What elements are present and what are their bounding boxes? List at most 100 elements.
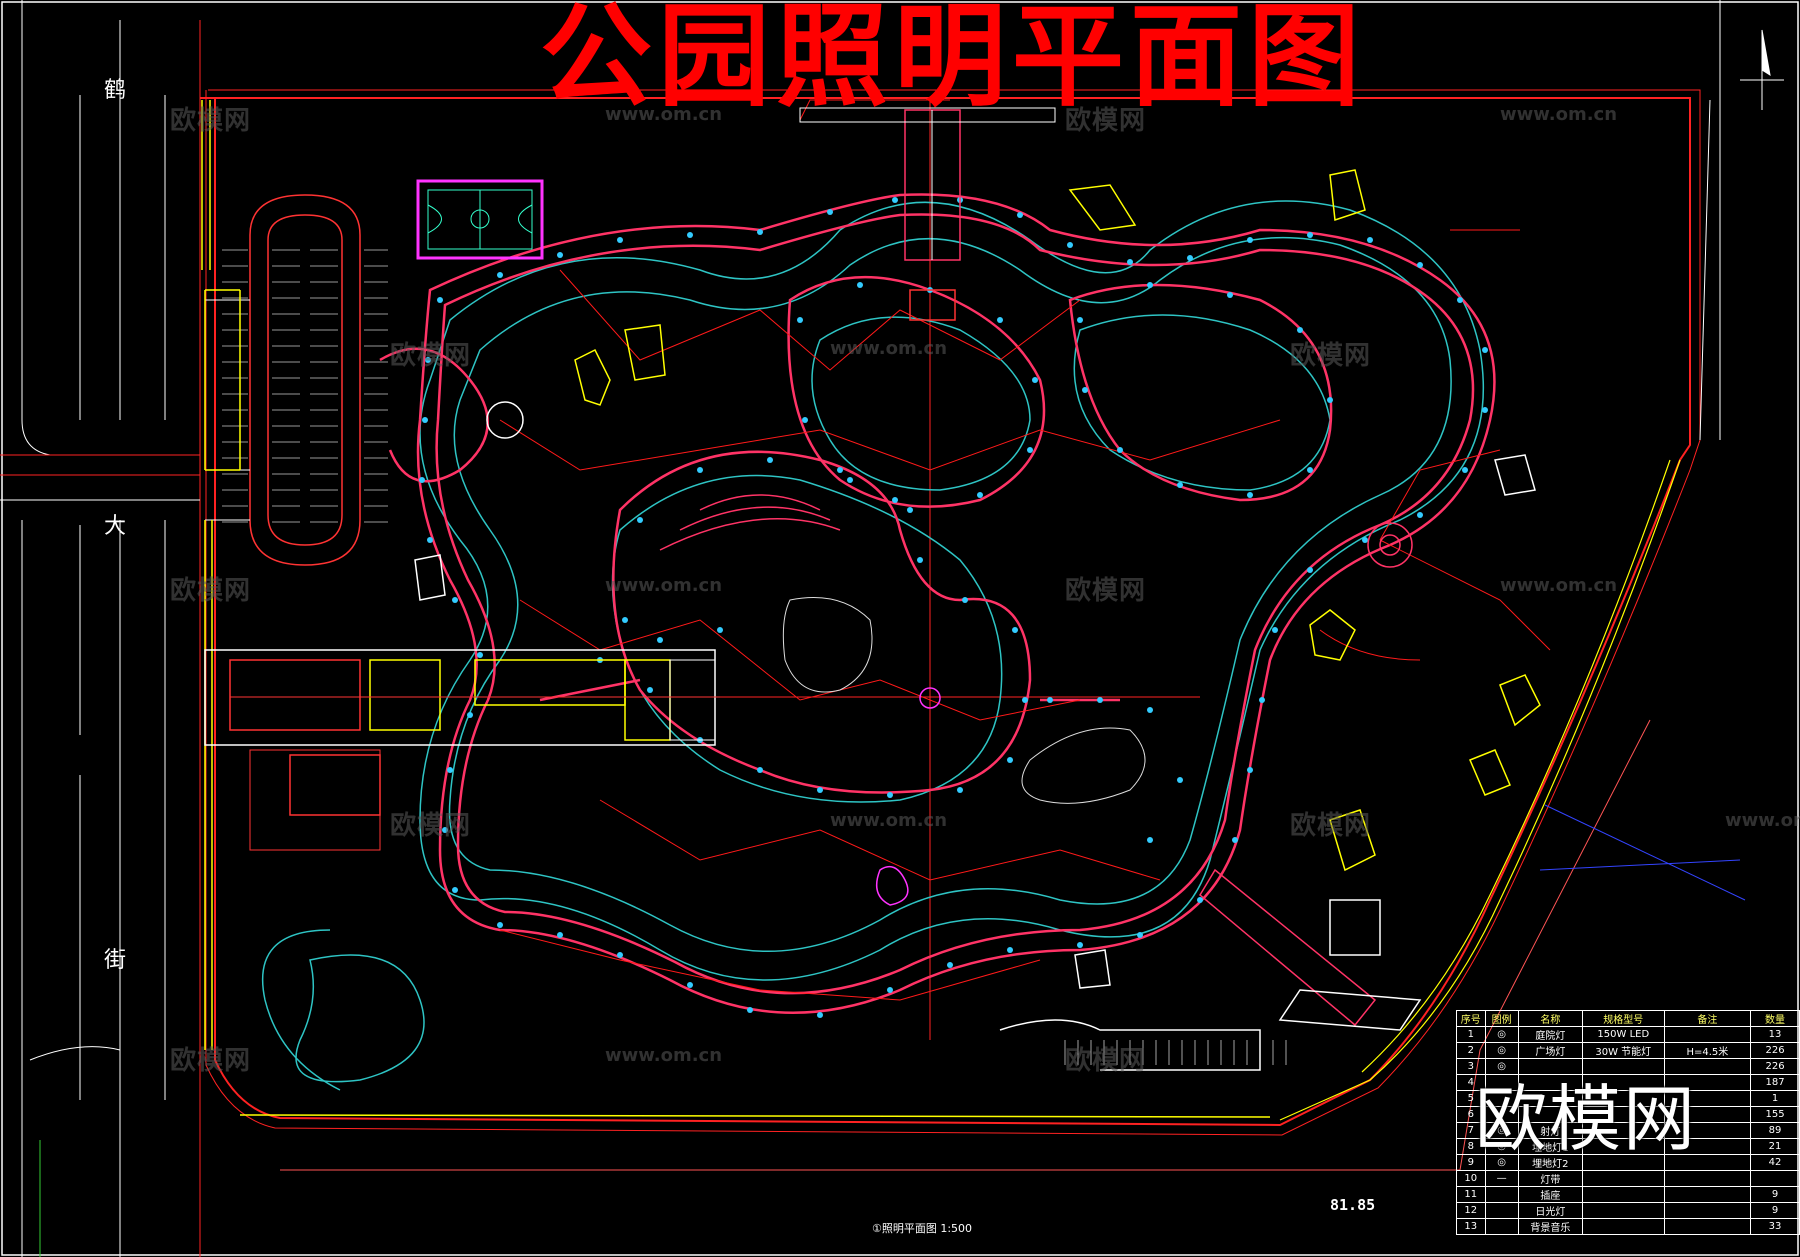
legend-cell: 1 [1750,1090,1800,1107]
lamp-dot [617,952,623,958]
legend-row: 10—灯带 [1456,1170,1800,1187]
lamp-dot [847,477,853,483]
watermark: 欧模网 [1065,106,1147,136]
lamp-dot [1082,387,1088,393]
legend-cell [1663,1026,1752,1043]
legend-cell: 1 [1456,1026,1486,1043]
legend-cell: 226 [1750,1058,1800,1075]
lamp-dot [1272,627,1278,633]
lamp-dot [1147,282,1153,288]
lamp-dot [1227,292,1233,298]
lamp-dot [957,787,963,793]
watermark: 欧模网 [1065,576,1147,606]
legend-cell: 226 [1750,1042,1800,1059]
lamp-dot [442,827,448,833]
lamp-dot [757,767,763,773]
lamp-dot [1077,317,1083,323]
lamp-dot [1077,942,1083,948]
legend-cell: ◎ [1484,1026,1519,1043]
lamp-dot [1017,212,1023,218]
watermark-url: www.om.cn [605,575,723,596]
lamp-dot [637,517,643,523]
brand-watermark: 欧模网 [1475,1077,1698,1161]
lamp-dot [1007,757,1013,763]
water-edges [261,200,1484,1091]
legend-cell: 11 [1456,1186,1486,1203]
legend-cell [1663,1218,1752,1235]
lamp-dot [1232,837,1238,843]
lamp-dot [1147,837,1153,843]
watermark-url: www.om.cn [1725,810,1800,831]
lamp-dot [1457,297,1463,303]
lamp-dot [1462,467,1468,473]
lamp-dot [1307,467,1313,473]
lamp-dot [887,987,893,993]
legend-row: 3◎226 [1456,1058,1800,1075]
lamp-dot [1117,447,1123,453]
legend-cell: 9 [1750,1202,1800,1219]
lamp-dot [1177,777,1183,783]
legend-cell: 12 [1456,1202,1486,1219]
park-boundary [200,0,1721,1171]
legend-header: 规格型号 [1581,1010,1665,1027]
lamp-dot [647,687,653,693]
watermark: 欧模网 [390,341,472,371]
lamp-dot [422,417,428,423]
legend-cell: 13 [1750,1026,1800,1043]
lamp-dot [1187,255,1193,261]
legend-cell: 2 [1456,1042,1486,1059]
lamp-dot [437,297,443,303]
lamp-dot [452,597,458,603]
legend-cell [1484,1186,1519,1203]
lamp-dot [757,229,763,235]
axis-lines [230,100,1746,1040]
path-network [379,193,1496,1014]
legend-cell: 日光灯 [1517,1202,1583,1219]
legend-cell [1663,1202,1752,1219]
legend-header-row: 序号 图例 名称 规格型号 备注 数量 [1456,1010,1800,1027]
lamp-dot [857,282,863,288]
lamp-dot [907,507,913,513]
lamp-dot [837,467,843,473]
watermark-url: www.om.cn [830,338,948,359]
legend-cell [1663,1170,1752,1187]
watermark: 欧模网 [1290,811,1372,841]
lamp-dot [497,272,503,278]
legend-cell: 21 [1750,1138,1800,1155]
lamp-dot [1327,397,1333,403]
lawn-outlines [782,597,1146,804]
lighting-circuits [499,99,1551,1001]
lamp-dot [827,209,833,215]
west-road [0,0,201,1257]
lamp-dot [1027,447,1033,453]
watermark: 欧模网 [170,106,252,136]
lamp-dot [1177,482,1183,488]
legend-header: 备注 [1663,1010,1752,1027]
legend-cell [1581,1170,1665,1187]
legend-cell [1663,1186,1752,1203]
lamp-dot [892,497,898,503]
lamp-dot [1307,232,1313,238]
legend-cell [1581,1186,1665,1203]
lamp-dot [1247,492,1253,498]
lamp-dot [657,637,663,643]
legend-cell: 10 [1456,1170,1486,1187]
lamp-dot [1032,377,1038,383]
watermark-url: www.om.cn [1500,575,1618,596]
lamp-dot [887,792,893,798]
lamp-dot [557,932,563,938]
legend-cell: 背景音乐 [1517,1218,1583,1235]
lamp-dot [817,1012,823,1018]
legend-cell [1750,1170,1800,1187]
lamp-dot [1137,932,1143,938]
lamp-dot [962,597,968,603]
lamp-dot [1067,242,1073,248]
lamp-dot [802,417,808,423]
